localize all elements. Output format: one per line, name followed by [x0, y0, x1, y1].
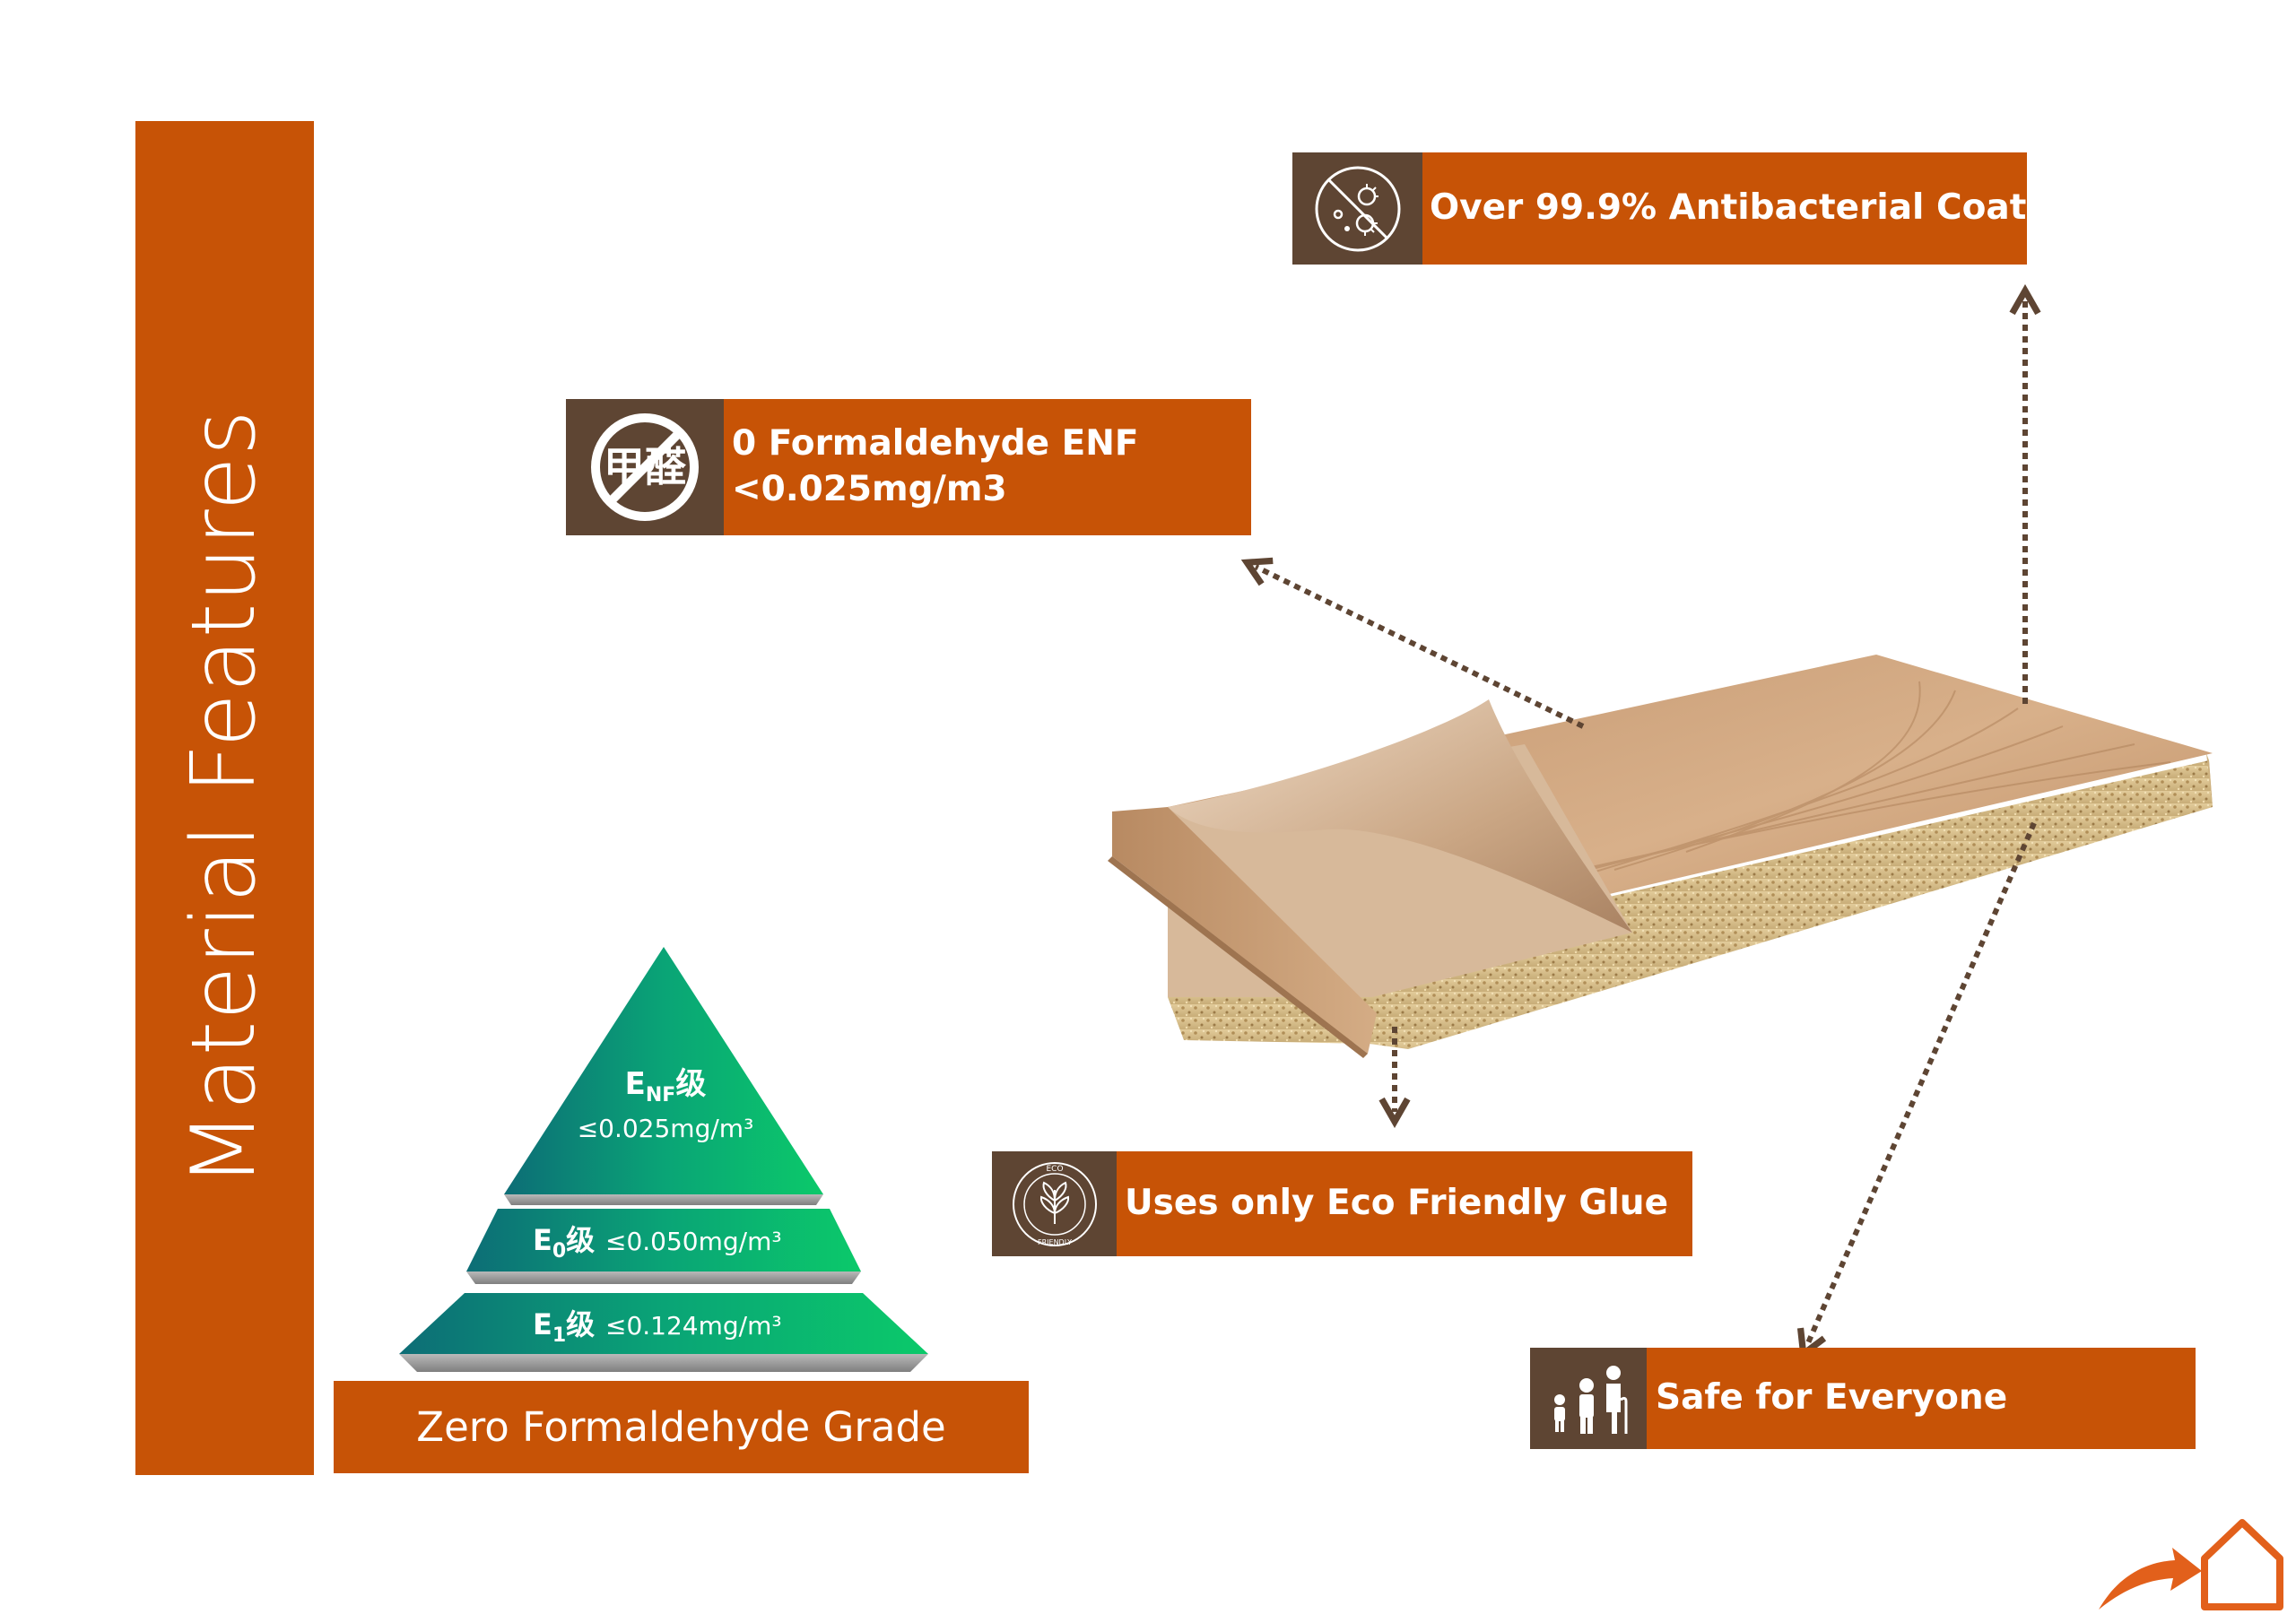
no-formaldehyde-icon-box: 甲醛 [566, 399, 724, 535]
sidebar-bar [135, 121, 314, 1475]
antibacterial-label: Over 99.9% Antibacterial Coating [1430, 187, 2089, 228]
safe-feature-box [1647, 1348, 2196, 1449]
pyramid-tier-top [504, 947, 823, 1194]
formaldehyde-label-line2: <0.025mg/m3 [732, 469, 1007, 509]
svg-text:FRIENDLY: FRIENDLY [1038, 1238, 1072, 1246]
formaldehyde-label-line1: 0 Formaldehyde ENF [732, 423, 1139, 464]
antibacterial-icon-box [1292, 152, 1422, 265]
connector-arrows [1240, 283, 2041, 1360]
pyramid-middle-grade: E0级 [533, 1223, 595, 1263]
pyramid-middle-value: ≤0.050mg/m³ [605, 1227, 782, 1256]
pyramid-top-grade: ENF级 [625, 1066, 707, 1107]
svg-text:ECO: ECO [1046, 1165, 1063, 1174]
pyramid-bottom-value: ≤0.124mg/m³ [605, 1311, 782, 1341]
eco-glue-feature-box [1117, 1151, 1692, 1256]
no-formaldehyde-icon: 甲醛 [591, 413, 699, 521]
eco-friendly-icon-box: ECO FRIENDLY [992, 1151, 1117, 1256]
pyramid-top-value: ≤0.025mg/m³ [578, 1114, 754, 1143]
particle-board [1108, 655, 2213, 1058]
antibacterial-icon [1315, 166, 1400, 251]
safe-label: Safe for Everyone [1656, 1377, 2008, 1418]
grade-caption: Zero Formaldehyde Grade [416, 1403, 946, 1451]
antibacterial-feature-box [1422, 152, 2027, 265]
formaldehyde-feature-box [724, 399, 1251, 535]
formaldehyde-grade-pyramid: ENF级 ≤0.025mg/m³ E0级 ≤0.050mg/m³ E1级 ≤0.… [399, 947, 928, 1372]
grade-caption-box [334, 1381, 1029, 1473]
family-icon-box [1530, 1348, 1647, 1449]
pyramid-tier-bottom [399, 1293, 928, 1354]
pyramid-tier-middle [466, 1209, 861, 1271]
home-arrow-logo-icon [2099, 1519, 2283, 1610]
eco-friendly-icon: ECO FRIENDLY [1012, 1161, 1097, 1246]
eco-glue-label: Uses only Eco Friendly Glue [1125, 1183, 1669, 1223]
family-icon [1554, 1365, 1628, 1434]
pyramid-bottom-grade: E1级 [533, 1307, 595, 1347]
